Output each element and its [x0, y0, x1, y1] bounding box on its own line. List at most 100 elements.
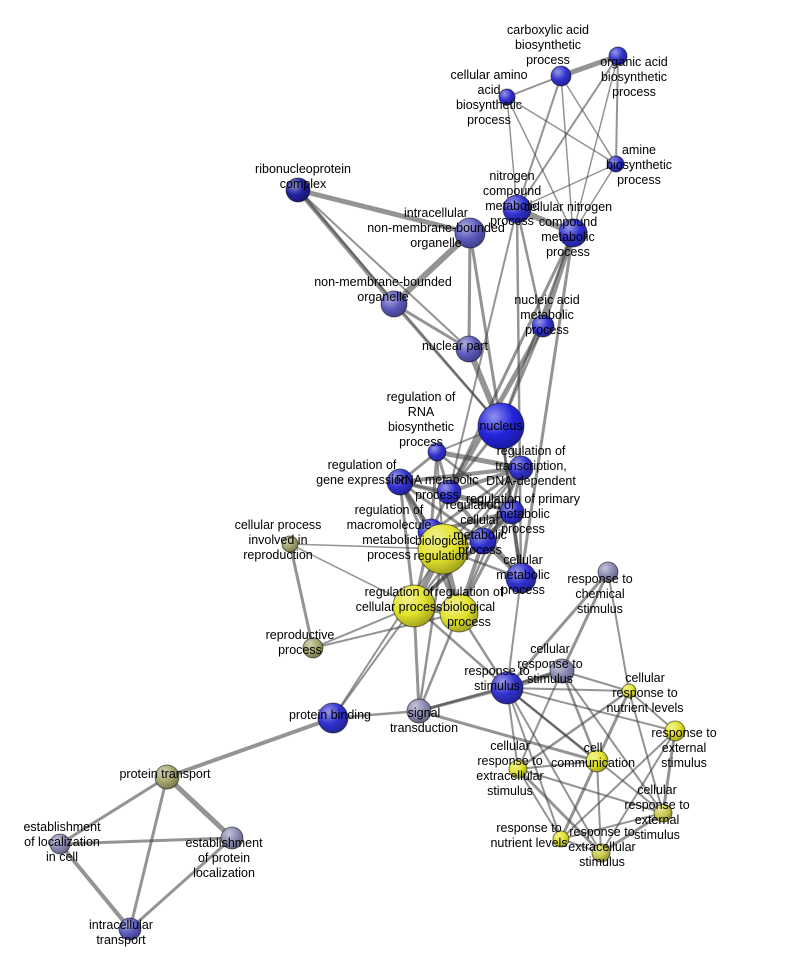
graph-edge-respStimulus-respChemical [505, 570, 610, 690]
graph-node-ribo[interactable] [285, 177, 311, 203]
graph-node-estLocCell[interactable] [49, 833, 71, 855]
graph-node-respStimulus[interactable] [490, 671, 524, 705]
graph-edge-carboxylic-cellNitrogen [560, 75, 574, 234]
graph-edge-respChemical-cellRespNutrient [607, 571, 630, 692]
graph-edge-respStimulus-respNutrient [506, 687, 562, 840]
graph-node-regBioProcess[interactable] [439, 593, 479, 633]
graph-node-amino[interactable] [498, 88, 516, 106]
graph-node-cellRespExternal[interactable] [653, 803, 673, 823]
graph-edge-intraNMB-nmbOrganelle [391, 230, 473, 307]
graph-node-nitrogen[interactable] [502, 194, 532, 224]
graph-edge-carboxylic-nitrogen [516, 75, 562, 210]
graph-edge-cellNitrogen-rnaMetabolic [447, 231, 575, 494]
graph-edge-intraNMB-nuclearPart [467, 231, 472, 351]
graph-node-label-nuclearPart: nuclear part [422, 339, 489, 353]
graph-node-cellCommunication[interactable] [585, 749, 609, 773]
graph-edge-estLocCell-intracellTransport [58, 842, 132, 931]
graph-edge-proteinTransport-estProteinLoc [164, 774, 235, 841]
graph-edge-cellProcRepro-bioRegulation [289, 543, 444, 550]
graph-node-regPrimary[interactable] [499, 499, 525, 525]
graph-node-nmbOrganelle[interactable] [380, 290, 408, 318]
graph-edge-respStimulus-respExternal [506, 687, 676, 732]
graph-edge-cellProcRepro-reproductive [288, 542, 315, 650]
graph-node-label-proteinBinding: protein binding [289, 708, 371, 722]
graph-edge-cellRespExtracell-respExtracell [516, 767, 603, 855]
graph-node-intraNMB[interactable] [454, 217, 486, 249]
graph-edge-amino-nitrogen [506, 96, 518, 210]
graph-node-label-nucleus: nucleus [479, 419, 522, 433]
graph-node-amine[interactable] [607, 155, 625, 173]
graph-node-proteinBinding[interactable] [317, 702, 349, 734]
graph-node-cellRespStimulus[interactable] [549, 658, 575, 684]
graph-node-cellRespExtracell[interactable] [508, 759, 528, 779]
graph-node-cellNitrogen[interactable] [558, 218, 588, 248]
graph-node-regCellProcess[interactable] [392, 584, 436, 628]
graph-edge-cellRespStimulus-cellRespExternal [561, 670, 664, 814]
graph-node-respExternal[interactable] [664, 720, 686, 742]
graph-edge-proteinBinding-bioRegulation [332, 548, 444, 719]
graph-node-signalTransduction[interactable] [406, 698, 432, 724]
edge-layer [58, 53, 677, 931]
graph-node-regCellMetab[interactable] [469, 527, 497, 555]
graph-node-regRNAbio[interactable] [427, 442, 447, 462]
graph-edge-proteinBinding-regCellProcess [332, 605, 415, 719]
graph-edge-cellCommunication-respExtracell [596, 760, 602, 854]
graph-edge-respExtracell-cellRespExternal [599, 811, 665, 855]
graph-edge-cellRespStimulus-respChemical [560, 570, 610, 673]
graph-node-proteinTransport[interactable] [154, 764, 180, 790]
graph-edge-reproductive-regBioProcess [312, 612, 460, 649]
graph-node-nucleus[interactable] [477, 402, 525, 450]
graph-edge-organic-cellNitrogen [572, 55, 619, 234]
graph-node-cellMetabolic[interactable] [505, 562, 537, 594]
graph-node-nuclearPart[interactable] [455, 335, 483, 363]
graph-node-estProteinLoc[interactable] [220, 826, 244, 850]
graph-edge-respExternal-respNutrient [560, 730, 676, 840]
graph-edge-bioRegulation-signalTransduction [417, 547, 445, 713]
graph-node-organic[interactable] [608, 46, 628, 66]
graph-node-rnaMetabolic[interactable] [436, 479, 462, 505]
graph-node-intracellTransport[interactable] [118, 917, 142, 941]
graph-node-label-proteinTransport: protein transport [119, 767, 211, 781]
graph-edge-estLocCell-estProteinLoc [58, 836, 234, 846]
graph-node-reproductive[interactable] [302, 637, 324, 659]
graph-node-carboxylic[interactable] [550, 65, 572, 87]
graph-node-respNutrient[interactable] [552, 830, 570, 848]
graph-node-bioRegulation[interactable] [417, 523, 469, 575]
graph-edge-organic-amine [615, 55, 619, 165]
graph-edge-ribo-intraNMB [295, 187, 473, 236]
graph-edge-respNutrient-cellRespExternal [560, 812, 664, 840]
graph-edge-respStimulus-respExtracell [506, 687, 602, 854]
graph-node-nucleicAcid[interactable] [531, 314, 555, 338]
graph-node-regTranscription[interactable] [508, 455, 534, 481]
graph-edge-cellRespStimulus-cellCommunication [560, 669, 599, 763]
graph-node-respExtracell[interactable] [591, 843, 611, 863]
graph-node-respChemical[interactable] [597, 561, 619, 583]
graph-edge-amino-amine [506, 96, 617, 165]
graph-node-regGeneExpr[interactable] [386, 468, 414, 496]
graph-edge-cellMetabolic-respStimulus [506, 577, 522, 689]
graph-node-cellProcRepro[interactable] [281, 535, 299, 553]
graph-node-cellRespNutrient[interactable] [621, 683, 637, 699]
